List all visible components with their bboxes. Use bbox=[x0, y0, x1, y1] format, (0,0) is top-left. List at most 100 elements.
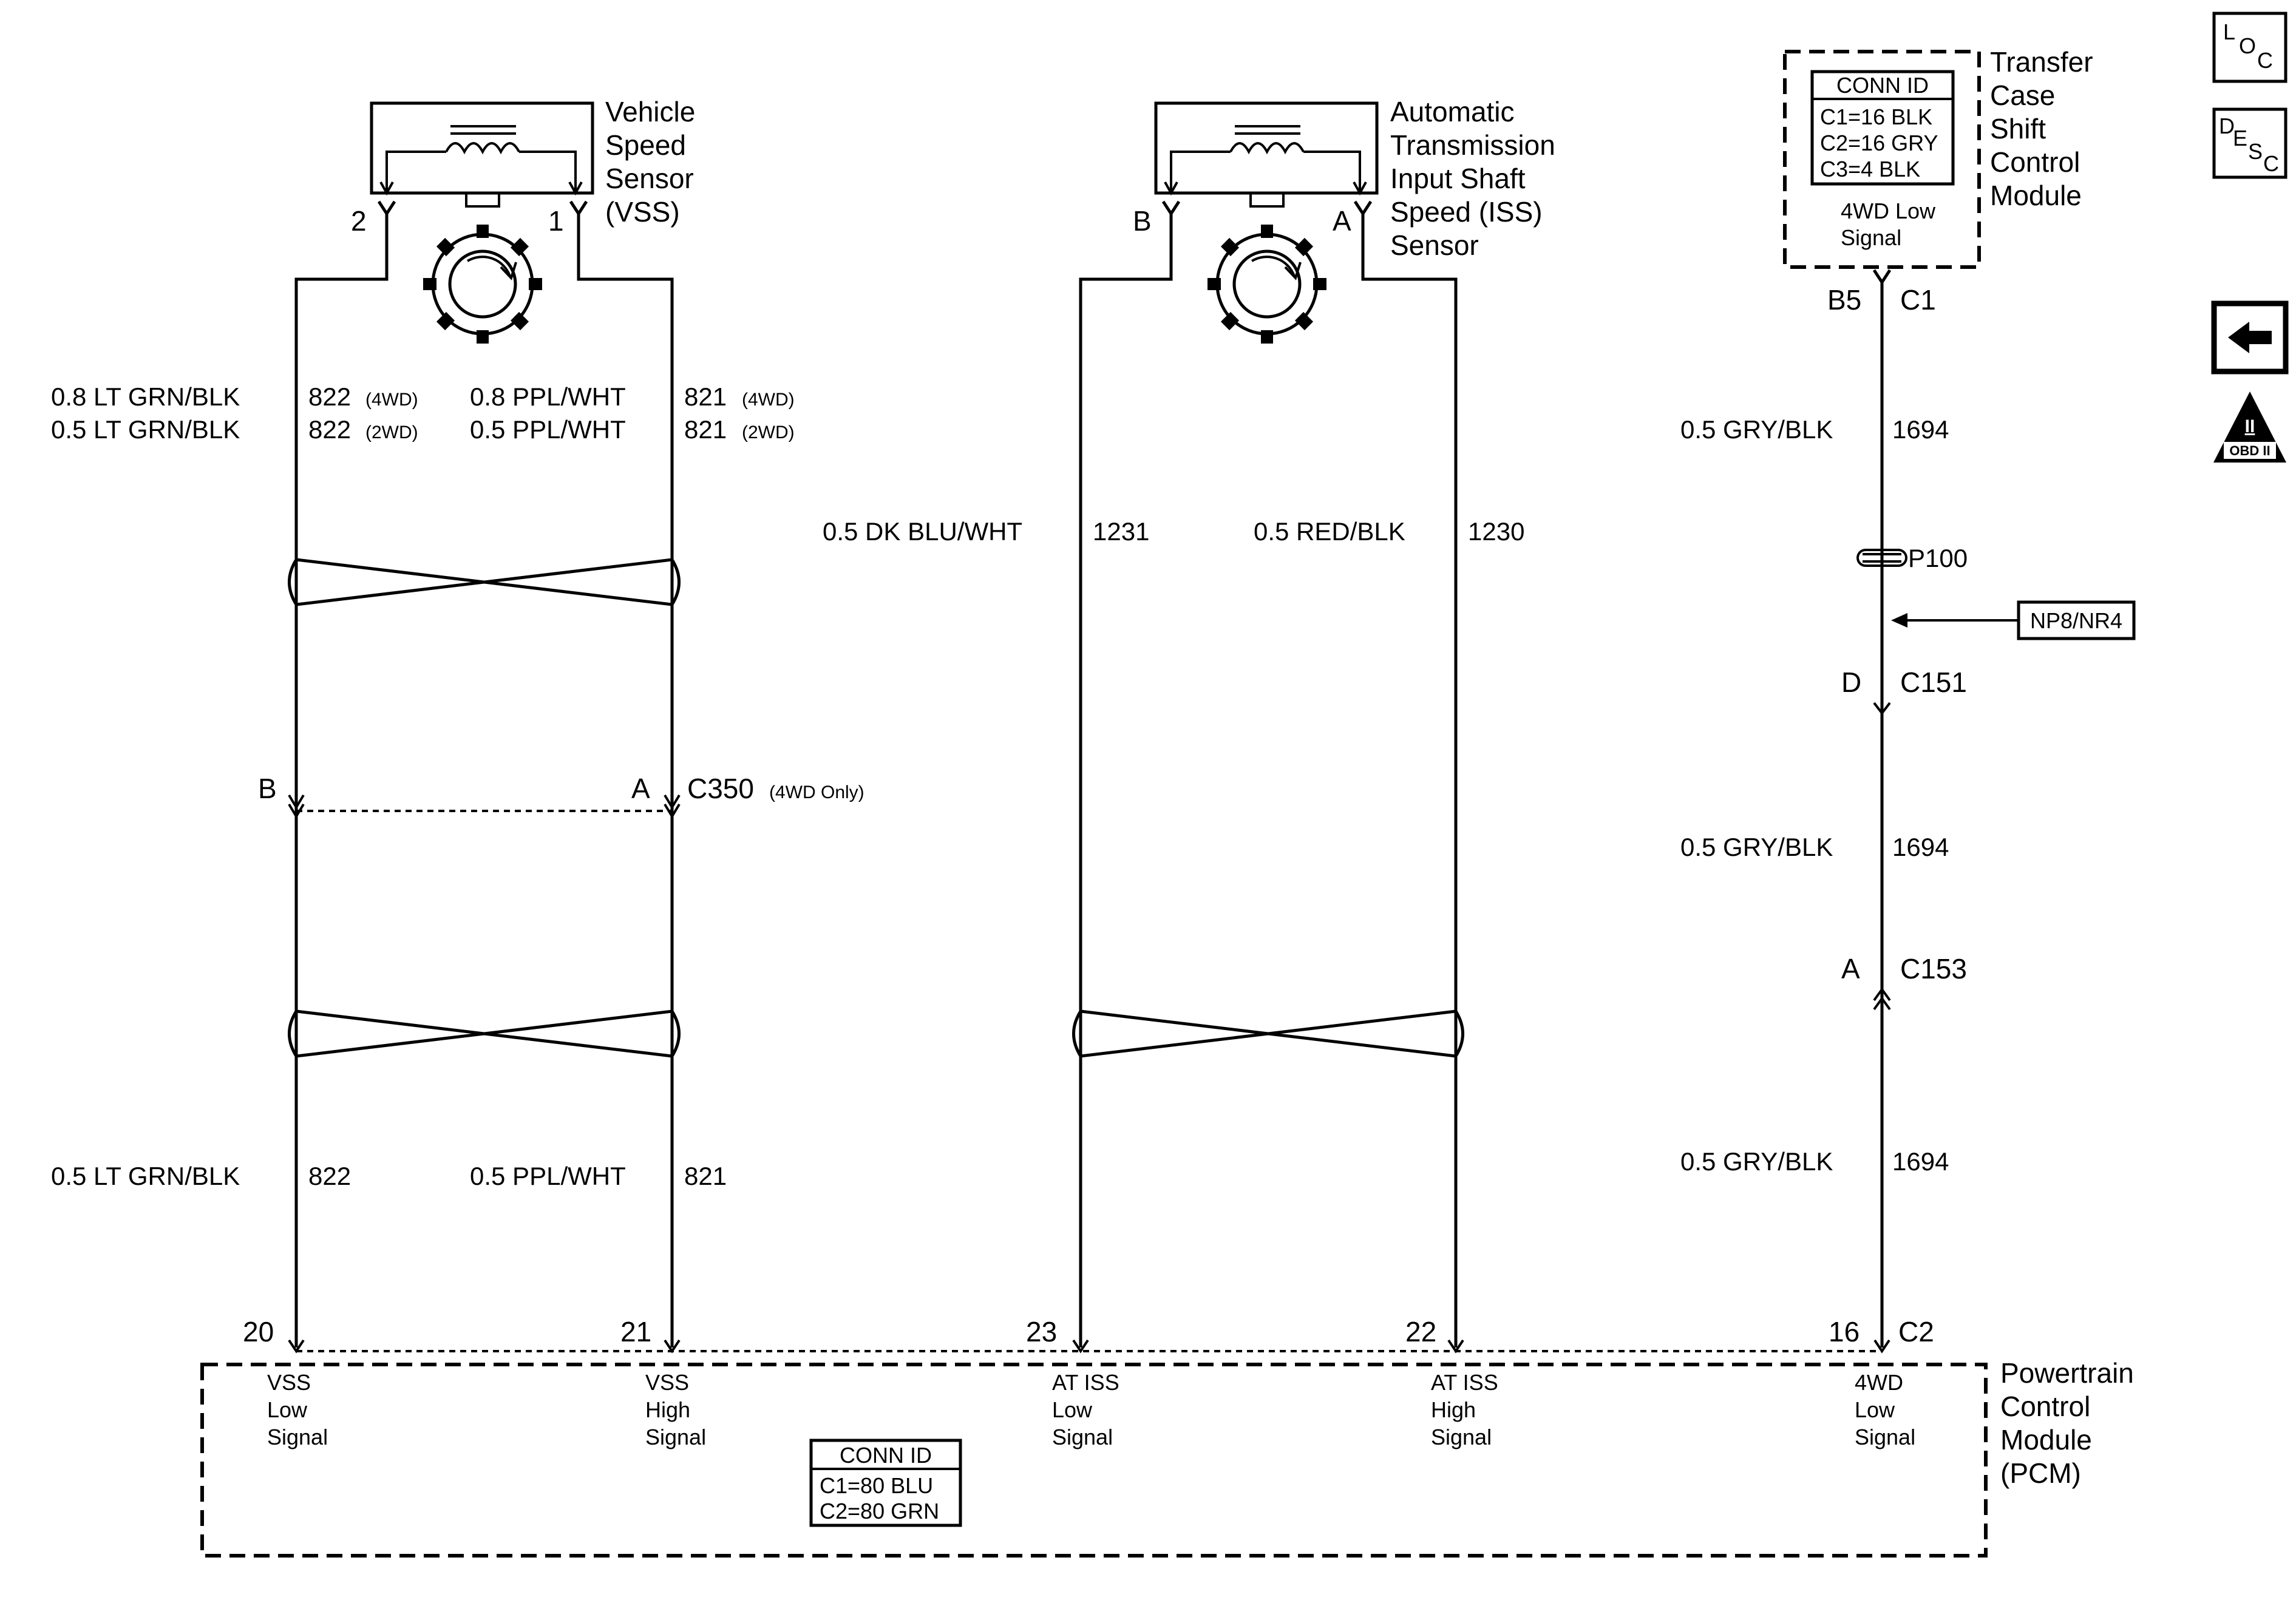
vss-low-circuit-4wd: 822 bbox=[308, 382, 351, 411]
tcm-wire-3-color: 0.5 GRY/BLK bbox=[1680, 1147, 1833, 1176]
iss-low-wire-color: 0.5 DK BLU/WHT bbox=[823, 517, 1022, 546]
tcm-title-line-5: Module bbox=[1990, 180, 2082, 211]
pcm-signal-2-line-3: Signal bbox=[645, 1425, 706, 1449]
np8-nr4-option: NP8/NR4 bbox=[1891, 600, 2136, 640]
loc-letter-2: O bbox=[2239, 33, 2256, 58]
tcm-conn-id-line-3: C3=4 BLK bbox=[1820, 157, 1920, 181]
p100-label: P100 bbox=[1908, 544, 1968, 572]
vss-high-circuit-2wd: 821 bbox=[684, 415, 727, 444]
vss-high-lower-circuit: 821 bbox=[684, 1162, 727, 1190]
desc-letter-3: S bbox=[2248, 139, 2263, 164]
iss-coil-icon bbox=[1229, 142, 1305, 155]
iss-title-line-2: Transmission bbox=[1390, 129, 1555, 161]
option-arrow-icon bbox=[1891, 613, 1907, 628]
pcm-signal-5-line-1: 4WD bbox=[1855, 1370, 1903, 1395]
desc-button[interactable]: D E S C bbox=[2212, 107, 2288, 179]
loc-button[interactable]: L O C bbox=[2212, 12, 2288, 83]
iss-high-wire bbox=[1353, 200, 1458, 1348]
pcm-signal-3-line-3: Signal bbox=[1052, 1425, 1113, 1449]
vss-title-line-4: (VSS) bbox=[605, 196, 680, 228]
pcm-conn-id-line-1: C1=80 BLU bbox=[820, 1473, 933, 1498]
tcm-conn-id-title: CONN ID bbox=[1836, 73, 1929, 98]
tcm-signal-line-1: 4WD Low bbox=[1841, 198, 1936, 223]
iss-title-line-4: Speed (ISS) bbox=[1390, 196, 1543, 228]
loc-letter-3: C bbox=[2257, 48, 2273, 73]
pcm-signal-3-line-2: Low bbox=[1052, 1397, 1093, 1422]
vss-low-circuit-2wd: 822 bbox=[308, 415, 351, 444]
tcm-title-line-4: Control bbox=[1990, 146, 2080, 178]
pcm-dashed-box bbox=[200, 1363, 1988, 1558]
tcm-wire-2-circuit: 1694 bbox=[1892, 833, 1949, 861]
iss-reluctor-gear-icon bbox=[1207, 225, 1326, 344]
iss-title-line-5: Sensor bbox=[1390, 229, 1479, 261]
pcm-signal-2-line-1: VSS bbox=[645, 1370, 689, 1395]
pcm-signal-5-line-2: Low bbox=[1855, 1397, 1895, 1422]
vss-title-line-3: Sensor bbox=[605, 163, 694, 194]
pcm-pin-21: 21 bbox=[620, 1316, 651, 1348]
vss-high-tag-2wd: (2WD) bbox=[742, 422, 795, 442]
transfer-case-module: CONN ID C1=16 BLK C2=16 GRY C3=4 BLK 4WD… bbox=[1783, 46, 2093, 269]
pcm-title-line-2: Control bbox=[2000, 1391, 2090, 1422]
desc-letter-4: C bbox=[2263, 151, 2279, 176]
vss-sensor: Vehicle Speed Sensor (VSS) 2 1 bbox=[294, 96, 695, 1348]
p100-splice-icon bbox=[1856, 549, 1907, 567]
pcm-signal-4-line-2: High bbox=[1431, 1397, 1476, 1422]
c153-pin-a: A bbox=[1841, 953, 1860, 985]
desc-letter-1: D bbox=[2219, 114, 2235, 138]
vss-pin-1: 1 bbox=[548, 205, 564, 237]
iss-twisted-pair bbox=[1072, 1009, 1464, 1058]
tcm-title-line-2: Case bbox=[1990, 80, 2055, 111]
loc-letter-1: L bbox=[2223, 19, 2235, 44]
iss-low-circuit: 1231 bbox=[1093, 517, 1149, 546]
vss-coil-icon bbox=[445, 142, 520, 155]
c153-connector-icon bbox=[1873, 987, 1891, 1011]
iss-high-circuit: 1230 bbox=[1468, 517, 1524, 546]
c350-pin-b: B bbox=[258, 773, 277, 804]
pcm-pin-22: 22 bbox=[1405, 1316, 1436, 1348]
vss-high-wire-color-4wd: 0.8 PPL/WHT bbox=[470, 382, 626, 411]
c151-connector-icon bbox=[1873, 702, 1891, 716]
pcm-module: 20 21 23 22 16 C2 VSS Low Signal VSS Hig… bbox=[200, 1316, 2134, 1558]
obd-ii-label: OBD II bbox=[2229, 443, 2270, 458]
vss-high-lower-wire-color: 0.5 PPL/WHT bbox=[470, 1162, 626, 1190]
tcm-dashed-box bbox=[1783, 50, 1981, 269]
pcm-title-line-1: Powertrain bbox=[2000, 1357, 2134, 1389]
pcm-title-line-4: (PCM) bbox=[2000, 1457, 2081, 1489]
c153-name: C153 bbox=[1900, 953, 1967, 985]
pcm-conn-id-title: CONN ID bbox=[840, 1443, 932, 1468]
tcm-wire-1-circuit: 1694 bbox=[1892, 415, 1949, 444]
iss-high-wire-color: 0.5 RED/BLK bbox=[1254, 517, 1405, 546]
pcm-signal-5-line-3: Signal bbox=[1855, 1425, 1915, 1449]
back-button[interactable] bbox=[2211, 300, 2289, 375]
vss-low-lower-wire-color: 0.5 LT GRN/BLK bbox=[51, 1162, 240, 1190]
iss-pin-a: A bbox=[1333, 205, 1351, 237]
tcm-title-line-1: Transfer bbox=[1990, 46, 2093, 78]
tcm-conn-id-line-1: C1=16 BLK bbox=[1820, 104, 1932, 129]
vss-title-line-2: Speed bbox=[605, 129, 686, 161]
pcm-title-line-3: Module bbox=[2000, 1424, 2092, 1456]
c350-name: C350 bbox=[687, 773, 754, 804]
iss-title-line-3: Input Shaft bbox=[1390, 163, 1526, 194]
pcm-signal-4-line-1: AT ISS bbox=[1431, 1370, 1498, 1395]
c151-pin-d: D bbox=[1841, 666, 1861, 698]
c350-pin-a: A bbox=[631, 773, 650, 804]
iss-sensor: Automatic Transmission Input Shaft Speed… bbox=[1079, 96, 1555, 1348]
tcm-connector-c1: C1 bbox=[1900, 284, 1936, 316]
back-arrow-icon bbox=[2228, 322, 2272, 353]
vss-high-wire bbox=[569, 200, 674, 1348]
pcm-pin-20: 20 bbox=[243, 1316, 274, 1348]
pcm-signal-2-line-2: High bbox=[645, 1397, 690, 1422]
vss-high-tag-4wd: (4WD) bbox=[742, 390, 795, 410]
obd-ii-numeral: II bbox=[2245, 416, 2255, 436]
tcm-wire-1-color: 0.5 GRY/BLK bbox=[1680, 415, 1833, 444]
c151-name: C151 bbox=[1900, 666, 1967, 698]
np8-nr4-label: NP8/NR4 bbox=[2030, 608, 2122, 633]
vss-pin-2: 2 bbox=[351, 205, 367, 237]
pcm-signal-1-line-2: Low bbox=[267, 1397, 308, 1422]
vss-twisted-pair-lower bbox=[288, 1009, 681, 1058]
c350-connector: B A C350 (4WD Only) bbox=[258, 773, 864, 819]
obd-ii-button[interactable]: II OBD II bbox=[2213, 392, 2286, 463]
vss-low-tag-2wd: (2WD) bbox=[365, 422, 418, 442]
vss-low-lower-circuit: 822 bbox=[308, 1162, 351, 1190]
pcm-pin-23: 23 bbox=[1026, 1316, 1057, 1348]
